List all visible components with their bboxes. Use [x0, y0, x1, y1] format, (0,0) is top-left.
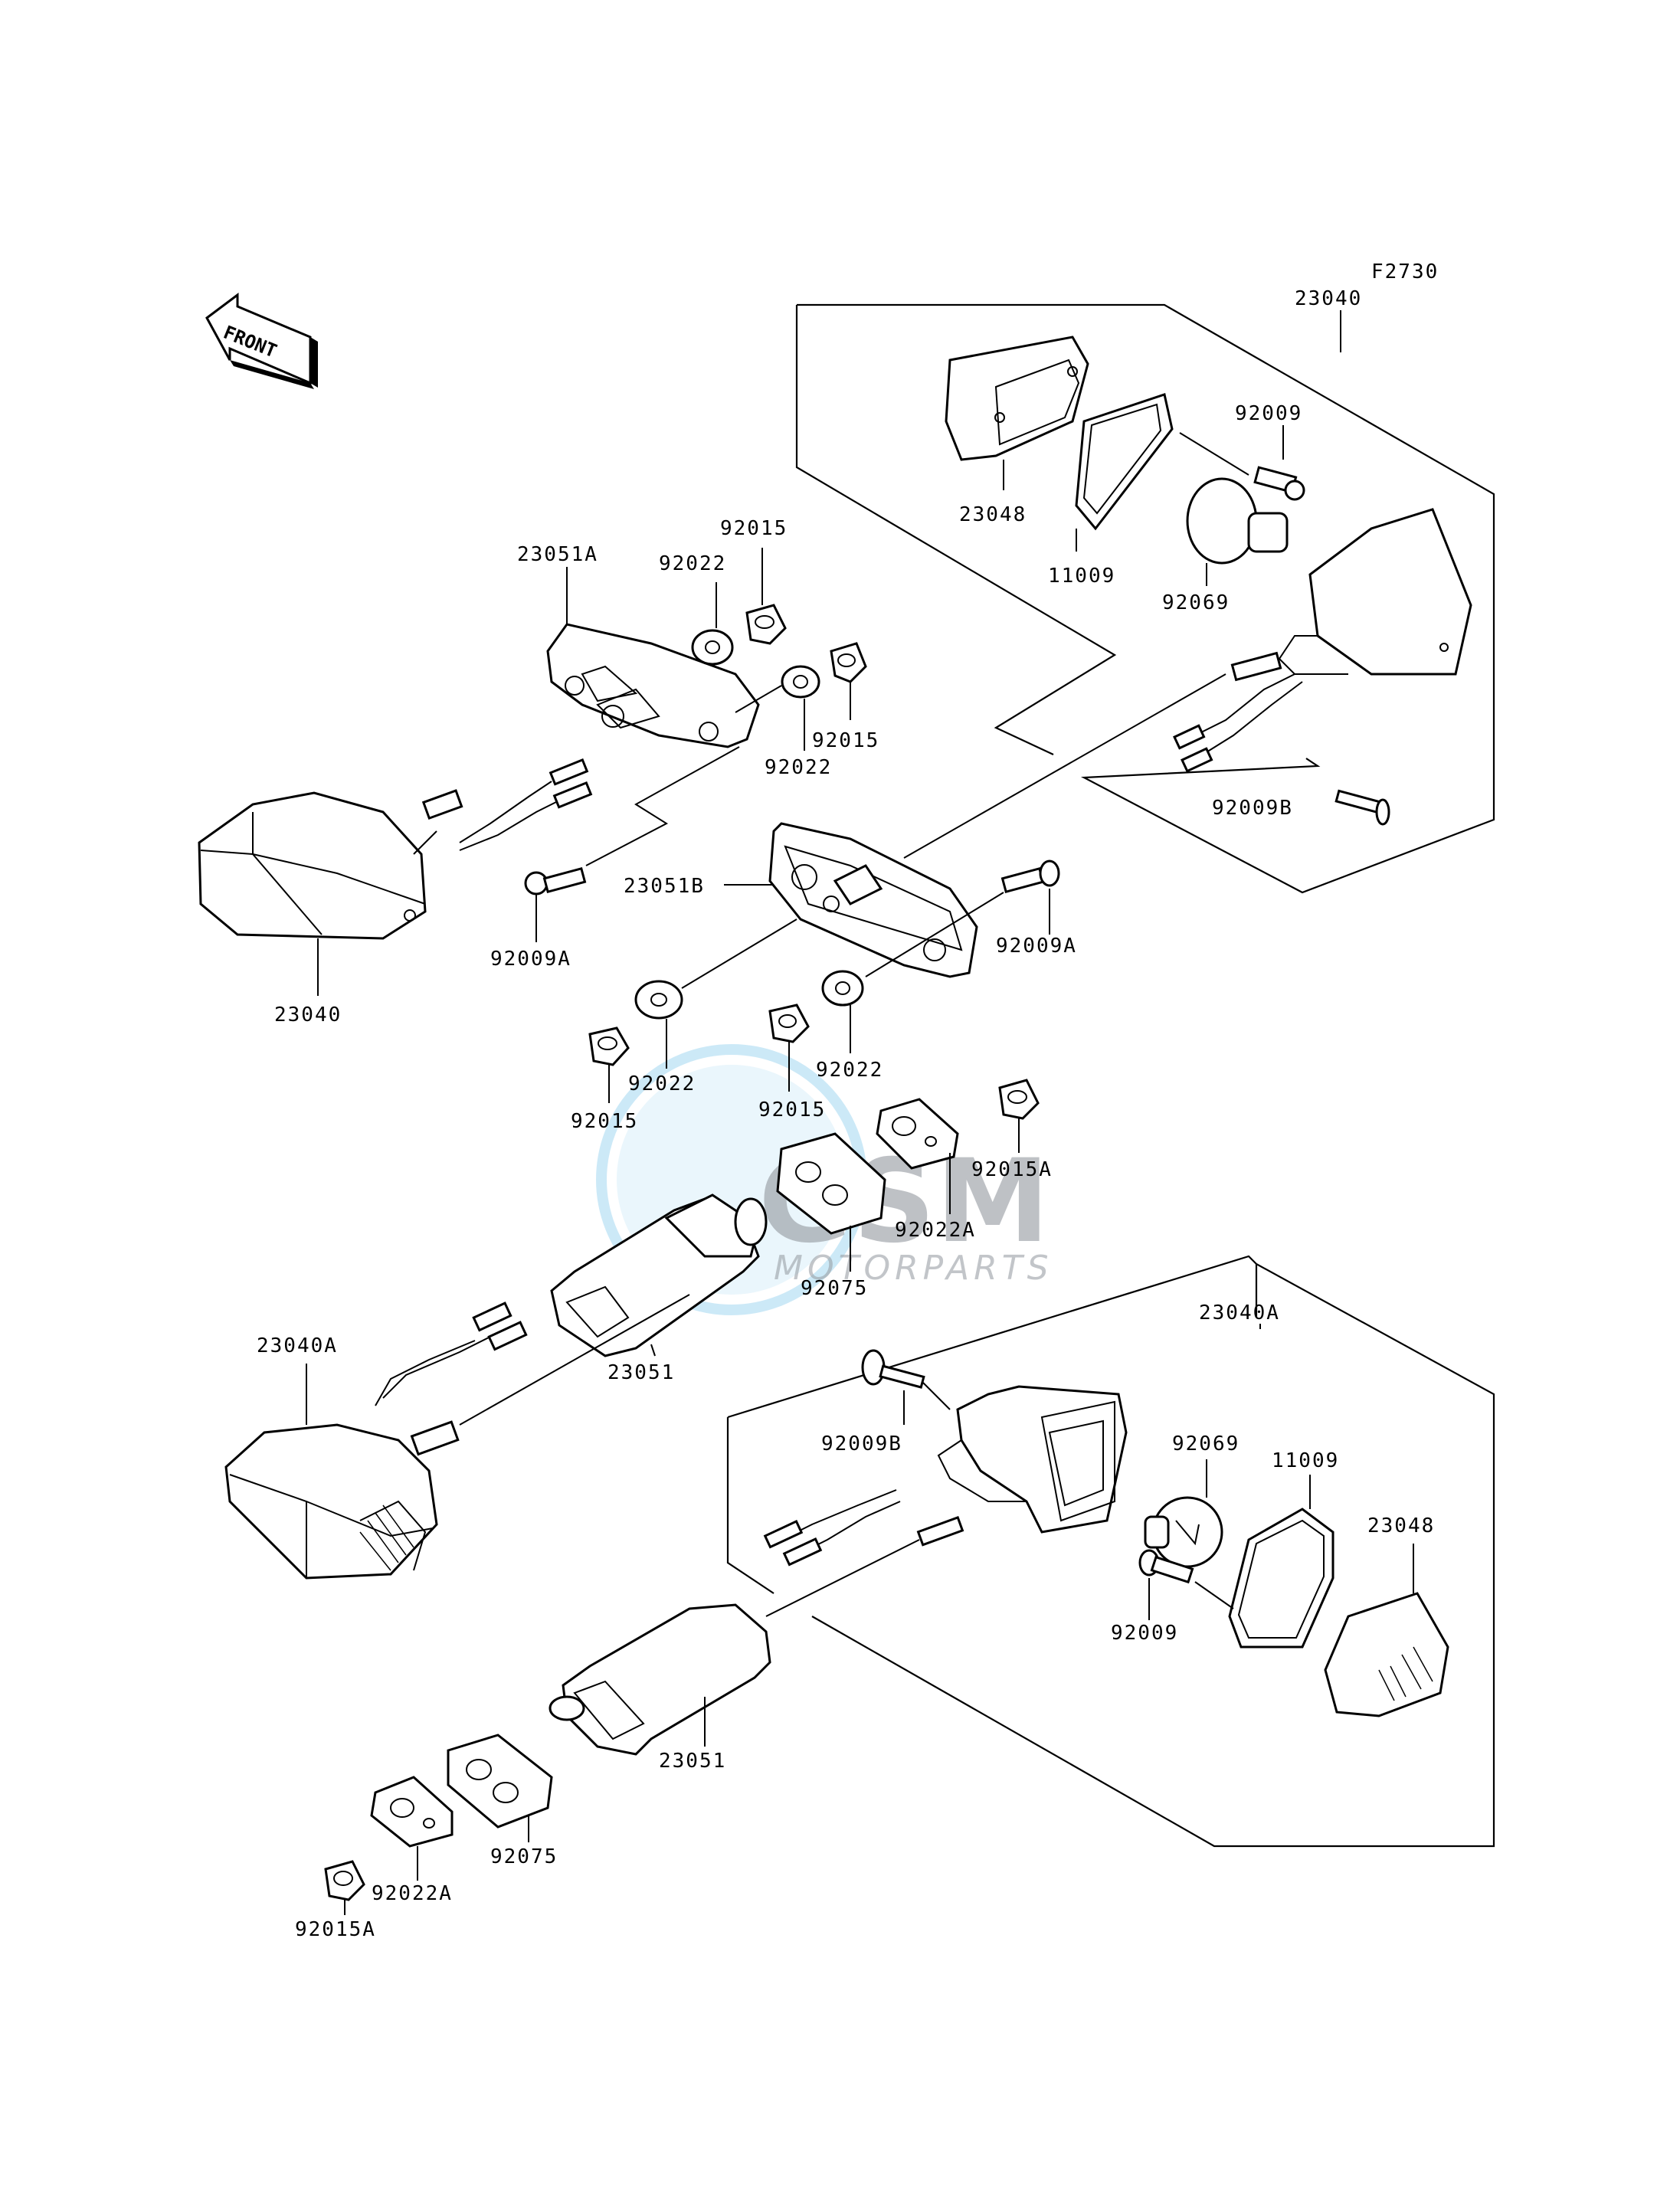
nut-92015-a: [745, 604, 787, 645]
label-92022-c: 92022: [628, 1072, 696, 1095]
nut-92015-d: [768, 1004, 810, 1043]
screw-92009B-top: [1335, 789, 1390, 826]
front-arrow-icon: FRONT: [205, 293, 318, 389]
label-92015-a: 92015: [720, 517, 788, 540]
label-92069-top: 92069: [1162, 591, 1230, 614]
label-23051-low: 23051: [659, 1750, 726, 1773]
leader-lines: [535, 310, 1414, 1620]
bracket-23051A: [546, 623, 760, 748]
label-92015-b: 92015: [812, 729, 879, 752]
label-23048-top: 23048: [959, 503, 1027, 526]
label-92022-b: 92022: [765, 756, 832, 779]
leader-23051-mid: [650, 1344, 656, 1357]
label-23048-low: 23048: [1367, 1514, 1435, 1537]
label-92075-mid: 92075: [801, 1277, 868, 1300]
label-11009-top: 11009: [1048, 565, 1115, 588]
screw-92009B-low: [861, 1349, 951, 1410]
tube-23051-mid: [550, 1193, 768, 1357]
label-92022-d: 92022: [816, 1059, 883, 1082]
gasket-11009-top: [1075, 393, 1174, 531]
gasket-11009-low: [1228, 1508, 1335, 1649]
label-92009-low: 92009: [1111, 1622, 1178, 1645]
washer-92022-b: [781, 665, 820, 699]
signal-23040A-right: [763, 1385, 1128, 1617]
lens-23048-low: [1324, 1592, 1449, 1717]
nut-92015-b: [830, 642, 867, 683]
grommet-92075-low: [447, 1734, 553, 1829]
screw-92009-top: [1179, 432, 1305, 501]
label-92009A-left: 92009A: [490, 948, 571, 971]
washer-92022-d: [821, 970, 864, 1007]
nut-92015A-low: [324, 1860, 365, 1901]
screw-92009A-right: [865, 859, 1060, 977]
plate-92022A-mid: [876, 1098, 959, 1170]
washer-92022-a: [691, 629, 734, 666]
label-23051B: 23051B: [624, 875, 705, 898]
label-92022A-mid: 92022A: [895, 1219, 976, 1242]
washer-92022-c: [634, 980, 683, 1020]
bulb-92069-top: [1186, 477, 1289, 565]
bracket-23051B: [768, 822, 978, 978]
label-92009B-low: 92009B: [821, 1432, 902, 1455]
label-23051A: 23051A: [517, 543, 598, 566]
nut-92015-c: [588, 1026, 630, 1066]
part-labels: 23040 92009 23048 11009 92069 92009B 230…: [257, 287, 1435, 1941]
leader-washer-b: [735, 685, 782, 713]
label-92022-a: 92022: [659, 552, 726, 575]
tube-23051-low: [549, 1603, 771, 1756]
label-92022A-low: 92022A: [372, 1882, 453, 1905]
leader-23051B-left: [681, 918, 797, 989]
label-23051-mid: 23051: [607, 1361, 675, 1384]
label-92009B-top: 92009B: [1212, 797, 1293, 820]
group-boundary-bottom: [726, 1255, 1495, 1848]
nut-92015A-mid: [998, 1079, 1040, 1120]
screw-92009-low: [1138, 1549, 1234, 1609]
label-92015A-mid: 92015A: [971, 1158, 1053, 1181]
label-11009-low: 11009: [1272, 1449, 1339, 1472]
label-92009-top: 92009: [1235, 402, 1302, 425]
label-23040-left: 23040: [274, 1004, 342, 1026]
label-23040A-right: 23040A: [1199, 1302, 1280, 1324]
label-92015-c: 92015: [571, 1110, 638, 1133]
label-23040-top: 23040: [1295, 287, 1362, 310]
figure-code: F2730: [1371, 260, 1439, 283]
grommet-92075-mid: [776, 1132, 886, 1235]
label-92075-low: 92075: [490, 1845, 558, 1868]
screw-92009A-left: [524, 746, 740, 895]
signal-23040A-left: [224, 1294, 690, 1580]
signal-23040-left: [198, 758, 593, 940]
group-boundary-top: [795, 303, 1495, 894]
lens-23048-top: [945, 336, 1089, 461]
signal-23040-top-right: [903, 508, 1472, 859]
plate-92022A-low: [370, 1776, 454, 1848]
label-92009A-right: 92009A: [996, 935, 1077, 958]
watermark-sub: MOTORPARTS: [774, 1249, 1053, 1288]
label-23040A-left: 23040A: [257, 1334, 338, 1357]
label-92015-d: 92015: [758, 1098, 826, 1121]
label-92015A-low: 92015A: [295, 1918, 376, 1941]
label-92069-low: 92069: [1172, 1432, 1240, 1455]
